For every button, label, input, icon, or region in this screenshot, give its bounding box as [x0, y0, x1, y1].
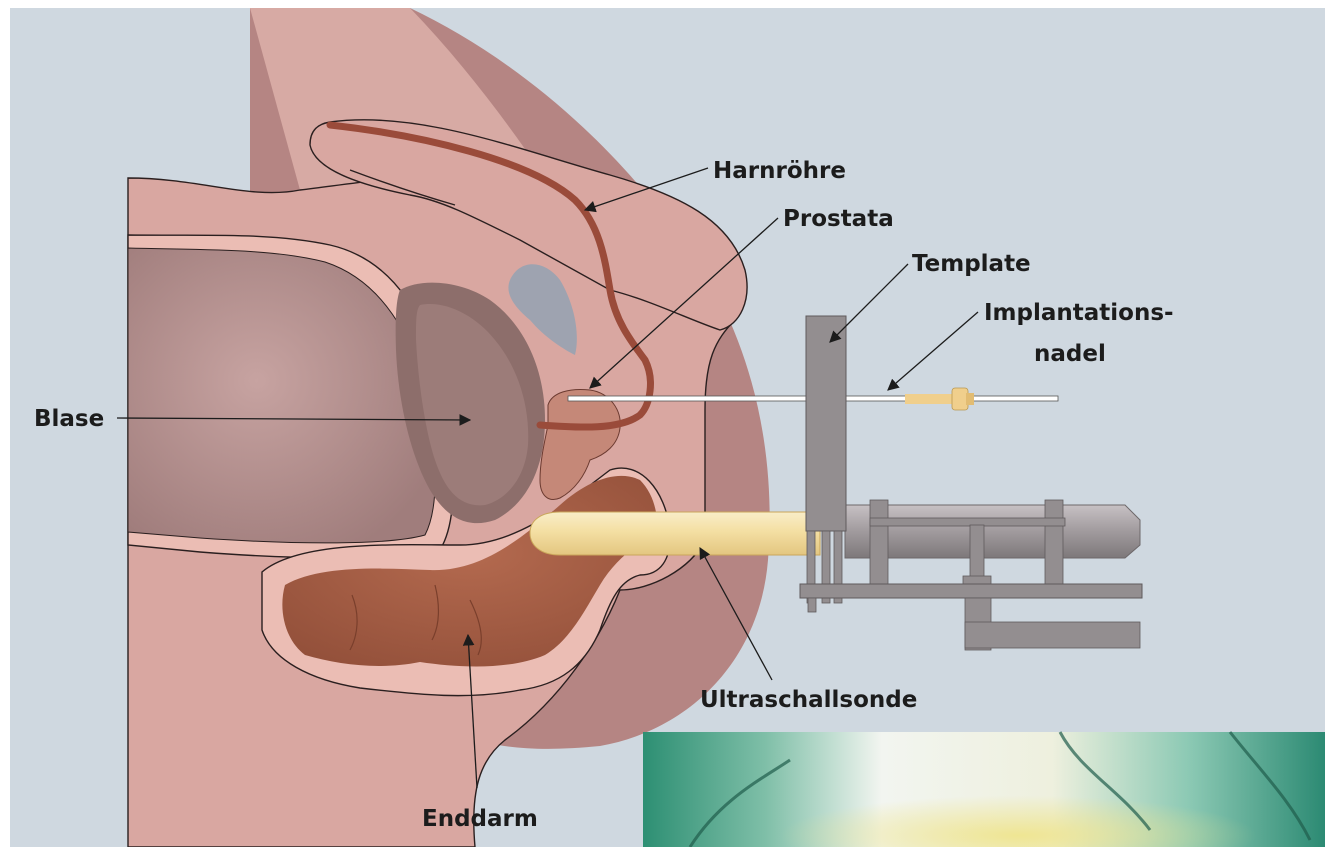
label-implantationsnadel-line2: nadel	[1034, 341, 1106, 367]
ultrasound-probe	[530, 512, 820, 555]
template-plate	[806, 316, 846, 531]
label-harnroehre: Harnröhre	[713, 158, 846, 184]
label-prostata: Prostata	[783, 206, 894, 232]
label-blase: Blase	[34, 406, 104, 432]
label-implantationsnadel-line1: Implantations-	[984, 300, 1174, 326]
label-template: Template	[912, 251, 1031, 277]
label-enddarm: Enddarm	[422, 806, 538, 832]
inset-photograph	[643, 732, 1325, 847]
label-ultraschallsonde: Ultraschallsonde	[700, 687, 917, 713]
